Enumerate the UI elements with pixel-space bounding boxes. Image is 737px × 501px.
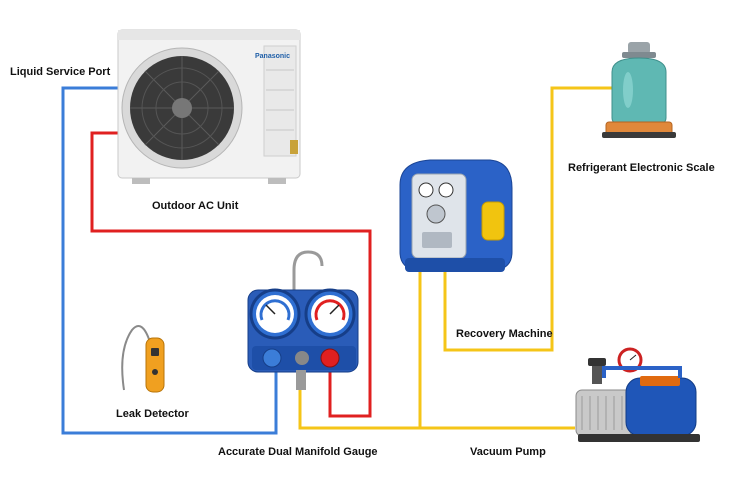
- label-liquid-service-port: Liquid Service Port: [10, 66, 111, 78]
- label-manifold-gauge: Accurate Dual Manifold Gauge: [218, 446, 378, 458]
- refrigerant-scale-illustration: [602, 42, 676, 138]
- yellow-hose-scale: [443, 86, 630, 352]
- manifold-gauge-illustration: [247, 250, 359, 390]
- red-hose: [90, 131, 372, 418]
- outdoor-ac-unit-illustration: [117, 29, 301, 184]
- label-refrigerant-scale: Refrigerant Electronic Scale: [568, 162, 715, 174]
- yellow-hose-recovery-top: [418, 260, 575, 430]
- vacuum-pump-illustration: [575, 347, 700, 442]
- label-outdoor-ac-unit: Outdoor AC Unit: [152, 200, 239, 212]
- leak-detector-illustration: [121, 325, 165, 393]
- ac-brand-logo: Panasonic: [255, 53, 290, 60]
- label-vacuum-pump: Vacuum Pump: [470, 446, 546, 458]
- yellow-hose-manifold: [298, 390, 420, 430]
- blue-hose: [61, 86, 278, 435]
- label-leak-detector: Leak Detector: [116, 408, 189, 420]
- label-recovery-machine: Recovery Machine: [456, 328, 553, 340]
- hoses: [61, 86, 630, 435]
- recovery-machine-illustration: [399, 159, 513, 272]
